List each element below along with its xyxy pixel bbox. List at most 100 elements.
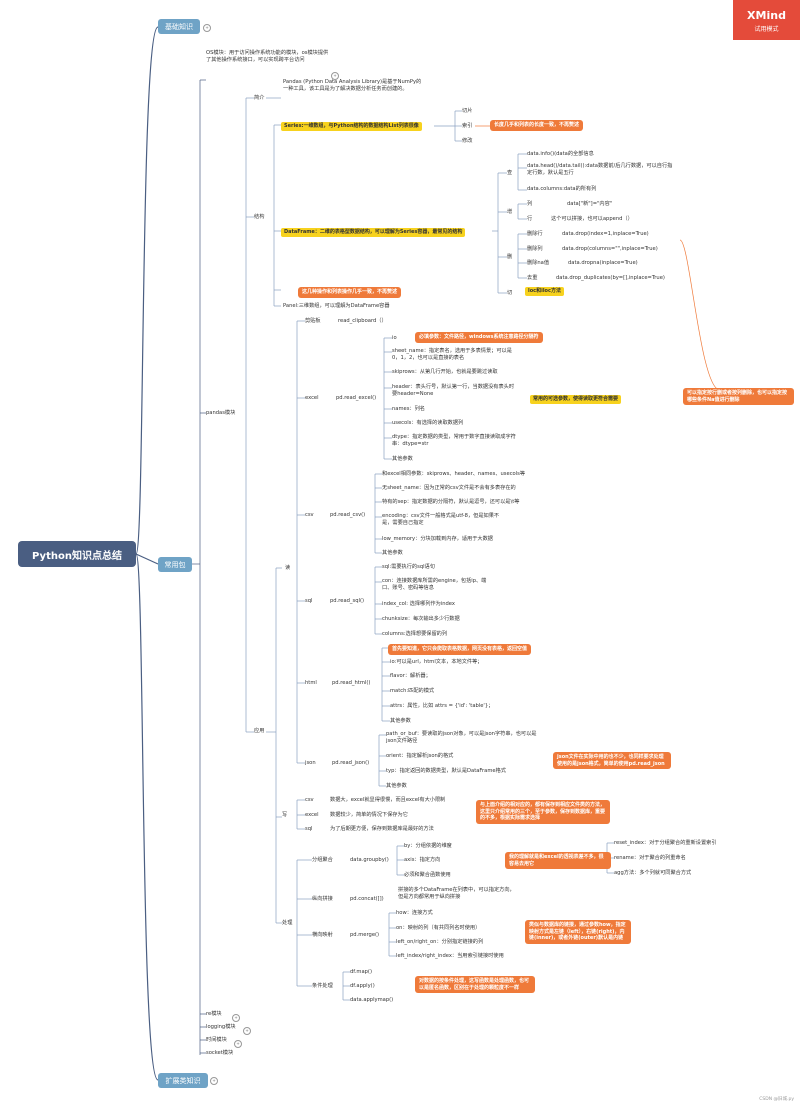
cond-param: df.map() — [350, 969, 372, 975]
del-note: 可以指定按行删或者按列删除，也可以指定按哪些条件Na值进行删除 — [683, 388, 794, 405]
connector-line — [135, 26, 159, 555]
del-key: 删除na值 — [527, 260, 550, 266]
write-val: 数据大，excel就显得很慢，而且excel有大小限制 — [330, 797, 446, 803]
module-logging[interactable]: logging模块 — [206, 1024, 236, 1030]
root-topic[interactable]: Python知识点总结 — [18, 541, 136, 567]
sql-param: sql:需要执行的sql语句 — [382, 564, 435, 570]
excel-io: io — [392, 335, 397, 341]
series-op: 索引 — [462, 123, 473, 129]
apply-label[interactable]: 应用 — [254, 728, 265, 734]
collapse-icon[interactable]: + — [203, 24, 211, 32]
series-node[interactable]: Series:一维数组，与Python结构的数据结构List列表很像 — [281, 122, 422, 131]
collapse-icon[interactable]: + — [232, 1014, 240, 1022]
excel-param: usecols：有选择的读取数据列 — [392, 420, 464, 426]
del-val: data.drop_duplicates(by=[],inplace=True) — [556, 275, 665, 281]
add-label: 增 — [507, 209, 513, 215]
excel-param: dtype：指定数据的类型，常用于数字直接读取成字符串：dtype=str — [392, 434, 516, 447]
pandas-label[interactable]: pandas模块 — [206, 410, 236, 416]
connector-line — [679, 239, 721, 391]
sql-fn: pd.read_sql() — [330, 598, 364, 604]
json-param: path_or_buf：要读取的json对象，可以是json字符串，也可以是js… — [386, 731, 537, 744]
check-label: 查 — [507, 170, 513, 176]
cond-param: df.apply() — [350, 983, 375, 989]
add-key: 行 — [527, 216, 533, 222]
csv-fn: pd.read_csv() — [330, 512, 366, 518]
module-time[interactable]: 时间模块 — [206, 1037, 227, 1043]
intro-text: Pandas (Python Data Analysis Library)是基于… — [283, 79, 422, 92]
topic-ext[interactable]: 扩展类知识 — [158, 1073, 208, 1088]
module-socket[interactable]: socket模块 — [206, 1050, 234, 1056]
write-val: 为了后期更方便，保存到数据库是最好的方法 — [330, 826, 434, 832]
topic-common[interactable]: 常用包 — [158, 557, 192, 572]
sql-param: chunksize：每次输出多少行数据 — [382, 616, 460, 622]
csv-label[interactable]: csv — [305, 512, 314, 518]
topic-basic[interactable]: 基础知识 — [158, 19, 200, 34]
html-label[interactable]: html — [305, 680, 317, 686]
sql-label[interactable]: sql — [305, 598, 313, 604]
del-key: 去重 — [527, 275, 538, 281]
group-label: 分组聚合 — [312, 857, 333, 863]
group-right: rename：对于聚合的列重命名 — [614, 855, 686, 861]
group-param: axis：指定方向 — [404, 857, 441, 863]
xmind-logo: XMind 试用模式 — [733, 0, 800, 40]
csv-param: encoding：csv文件一般格式是utf-8，但是如果不是，需要自己指定 — [382, 513, 500, 526]
cond-label: 条件处理 — [312, 983, 333, 989]
excel-param: names：列名 — [392, 406, 425, 412]
collapse-icon[interactable]: + — [243, 1027, 251, 1035]
group-note: 我的理解就是和excel的透视表差不多，很容易去用它 — [505, 852, 611, 869]
sql-param: index_col: 选择哪列作为index — [382, 601, 455, 607]
struct-label[interactable]: 结构 — [254, 214, 265, 220]
connector-line — [135, 553, 159, 1081]
collapse-icon[interactable]: + — [331, 72, 339, 80]
csv-param: low_memory：分块加载到内存，适用于大数据 — [382, 536, 493, 542]
collapse-icon[interactable]: + — [234, 1040, 242, 1048]
html-note: 首先要知道，它只会爬取表格数据，网页没有表格，返回空值 — [388, 644, 532, 655]
del-val: data.drop(index=1,inplace=True) — [562, 231, 649, 237]
connector-line — [135, 553, 159, 565]
del-label: 删 — [507, 254, 513, 260]
clip-label: 剪贴板 — [305, 318, 321, 324]
csv-param: 和excel相同参数：skiprows、header、names、usecols… — [382, 471, 526, 477]
json-note: json文件在实际中用的也不少，也同样要求处理使用的是json格式，简单的使用p… — [553, 752, 671, 769]
merge-fn: pd.merge() — [350, 932, 380, 938]
clip-fn: read_clipboard（） — [338, 318, 387, 324]
concat-desc: 拼接的多个DataFrame在列表中，可以指定方向，但是方向都常用于纵向拼接 — [398, 887, 515, 900]
cond-param: data.applymap() — [350, 997, 394, 1003]
csv-param: 无sheet_name：因为正常的csv文件是不会有多表存在的 — [382, 485, 516, 491]
module-re[interactable]: re模块 — [206, 1011, 222, 1017]
write-key: sql — [305, 826, 313, 832]
process-label[interactable]: 处理 — [282, 920, 293, 926]
concat-fn: pd.concat([]) — [350, 896, 384, 902]
write-note: 与上面介绍的相对应的，都有保存到相应文件类的方法，这里只介绍常用的三个，至于参数… — [476, 800, 610, 824]
cut-label: 切 — [507, 290, 513, 296]
excel-label[interactable]: excel — [305, 395, 319, 401]
json-label[interactable]: json — [305, 760, 316, 766]
merge-param: on：映射的列（有共同列名时使用） — [396, 925, 481, 931]
excel-param: skiprows：从第几行开始，也就是要跳过读取 — [392, 369, 498, 375]
html-param: 其他参数 — [390, 718, 411, 724]
json-fn: pd.read_json() — [332, 760, 370, 766]
group-fn: data.groupby() — [350, 857, 389, 863]
intro-label[interactable]: 简介 — [254, 95, 265, 101]
csv-param: 特有的sep：指定数据的分隔符，默认是逗号，还可以是\t等 — [382, 499, 520, 505]
del-key: 删除行 — [527, 231, 543, 237]
concat-label: 纵向拼接 — [312, 896, 333, 902]
collapse-icon[interactable]: + — [210, 1077, 218, 1085]
check-item: data.info()(data的全部信息 — [527, 151, 594, 157]
write-label[interactable]: 写 — [282, 812, 288, 818]
add-val: 这个可以拼接，也可以append（） — [551, 216, 633, 222]
dataframe-node[interactable]: DataFrame：二维的表格型数据结构，可以理解为Series容器，最常见的结… — [281, 228, 466, 237]
html-param: io:可以是url，html文本，本地文件等； — [390, 659, 483, 665]
cut-item: loc和iloc方法 — [525, 287, 564, 296]
read-label[interactable]: 读 — [285, 565, 291, 571]
add-key: 列 — [527, 201, 533, 207]
cond-note: 对数据的按条件处理，这写函数是处理函数，也可以是匿名函数，区别在于处理的颗粒度不… — [415, 976, 535, 993]
write-val: 数据较少，简单的情况下保存为它 — [330, 812, 408, 818]
json-param: 其他参数 — [386, 783, 407, 789]
html-param: match:匹配的模式 — [390, 688, 435, 694]
merge-label: 横向映射 — [312, 932, 333, 938]
group-param: by：分组依据的维度 — [404, 843, 452, 849]
group-param: 必须和聚合函数使用 — [404, 872, 451, 878]
check-item: data.head()/data.tail():data数据前/后几行数据，可以… — [527, 163, 673, 176]
sql-param: con：连接数据库所需的engine，包括ip、端口、账号、密码等信息 — [382, 578, 487, 591]
